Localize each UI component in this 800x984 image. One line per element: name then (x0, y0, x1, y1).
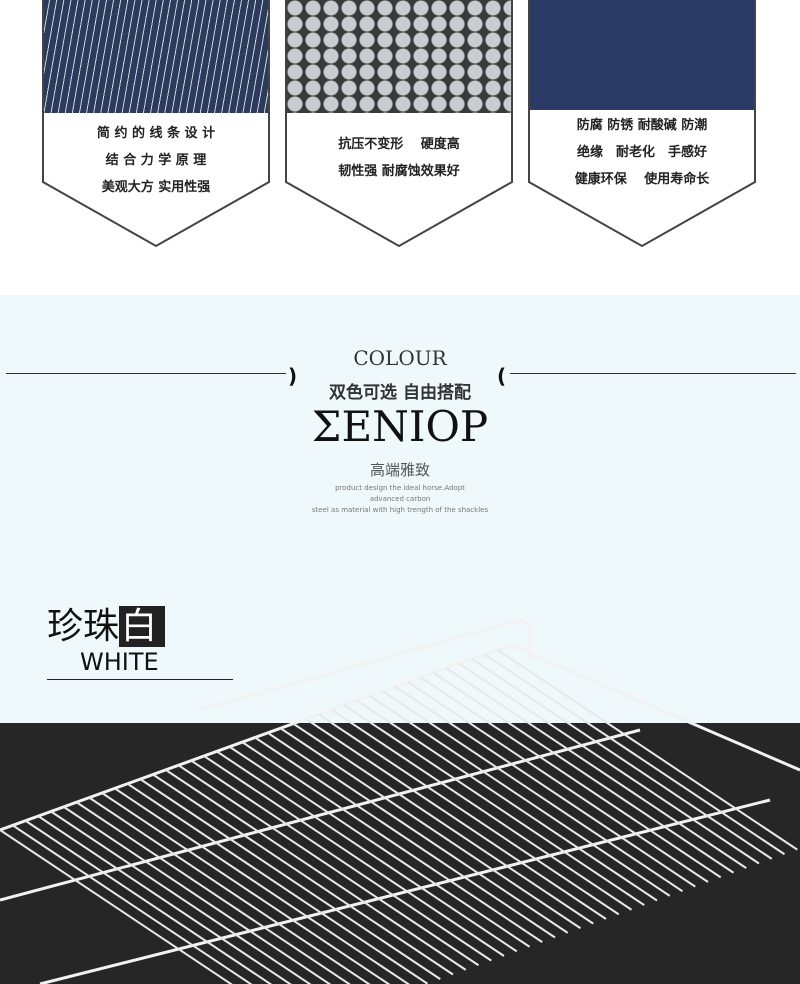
shelf-wire (471, 658, 773, 860)
feature-card-design: 简 约 的 线 条 设 计 结 合 力 学 原 理 美观大方 实用性强 (40, 0, 272, 250)
shelf-wire (37, 815, 292, 984)
shelf-wire (190, 759, 492, 962)
shelf-wire (139, 778, 441, 980)
shelf-wire (305, 718, 607, 920)
shelf-wire (241, 741, 543, 943)
shelf-wire (318, 713, 620, 916)
shelf-wire (394, 685, 696, 888)
shelf-wire (216, 750, 518, 953)
bracket-right-icon: ( (497, 364, 507, 388)
shelf-wire (483, 653, 786, 856)
shelf-wire (203, 755, 505, 957)
feature-line: 韧性强 耐腐蚀效果好 (338, 164, 460, 179)
shelf-wire (165, 769, 467, 971)
variant-name-highlight: 白 (119, 606, 166, 647)
colour-section (0, 295, 800, 723)
feature-line: 防腐 防锈 耐酸碱 防潮 (576, 118, 708, 133)
shelf-wire (267, 732, 569, 934)
shelf-wire (445, 667, 747, 869)
shelf-wire (101, 792, 391, 984)
feature-line: 抗压不变形 硬度高 (338, 137, 460, 152)
features-section: 简 约 的 线 条 设 计 结 合 力 学 原 理 美观大方 实用性强 抗压不变… (0, 0, 800, 295)
shelf-wire (381, 690, 684, 893)
feature-line: 美观大方 实用性强 (101, 180, 211, 195)
shelf-wire (496, 648, 798, 851)
feature-line: 结 合 力 学 原 理 (105, 153, 207, 168)
variant-name-en: WHITE (80, 648, 159, 676)
shelf-wire (432, 671, 735, 874)
variant-underline (47, 679, 233, 680)
description: product design the ideal horse.Adopt adv… (0, 483, 800, 516)
shelf-wire (12, 824, 253, 984)
shelf-wire (254, 736, 556, 939)
wire-shelf-image (0, 618, 800, 984)
shelf-wire (356, 699, 658, 902)
shelf-wire (50, 810, 312, 984)
divider-left (6, 373, 286, 374)
variant-name-cn: 珍珠 (47, 606, 120, 647)
shelf-wire (152, 773, 454, 976)
steel-rods-image (286, 0, 512, 113)
shelf-wire (458, 662, 760, 865)
feature-card-durability: 防腐 防锈 耐酸碱 防潮 绝缘 耐老化 手感好 健康环保 使用寿命长 (526, 0, 758, 250)
shelf-wire (279, 727, 582, 930)
description-line: product design the ideal horse.Adopt (335, 484, 465, 492)
shelf-wire (330, 708, 633, 911)
shelf-wire (126, 782, 429, 984)
tagline: 高端雅致 (369, 461, 430, 479)
shelf-wire (63, 806, 332, 984)
shelf-wire (292, 722, 594, 925)
feature-line: 健康环保 使用寿命长 (574, 172, 710, 187)
shelf-wire (228, 745, 531, 948)
shelf-wire (75, 801, 351, 984)
shelf-wire (407, 681, 709, 883)
bracket-left-icon: ) (288, 364, 298, 388)
feature-line: 绝缘 耐老化 手感好 (576, 145, 707, 160)
divider-right (510, 373, 796, 374)
shelf-wire (177, 764, 480, 967)
shelf-wire (0, 829, 233, 984)
wire-shelf-image (43, 0, 269, 113)
feature-line: 简 约 的 线 条 设 计 (96, 126, 216, 141)
shelf-wire (343, 704, 645, 906)
brand-logo: ΣENIOP (311, 402, 489, 451)
shelf-wire (88, 796, 371, 984)
description-line: steel as material with high trength of t… (311, 506, 489, 514)
wire-basket-image (529, 0, 755, 110)
colour-subheading: 双色可选 自由搭配 (329, 383, 471, 403)
variant-name: 珍珠白 (47, 597, 166, 649)
shelf-wire (369, 695, 671, 897)
colour-heading: COLOUR (353, 346, 447, 370)
description-line: advanced carbon (369, 495, 431, 503)
shelf-wire (420, 676, 722, 879)
shelf-wire (24, 819, 273, 984)
shelf-wire (114, 787, 410, 984)
feature-card-strength: 抗压不变形 硬度高 韧性强 耐腐蚀效果好 (283, 0, 515, 250)
